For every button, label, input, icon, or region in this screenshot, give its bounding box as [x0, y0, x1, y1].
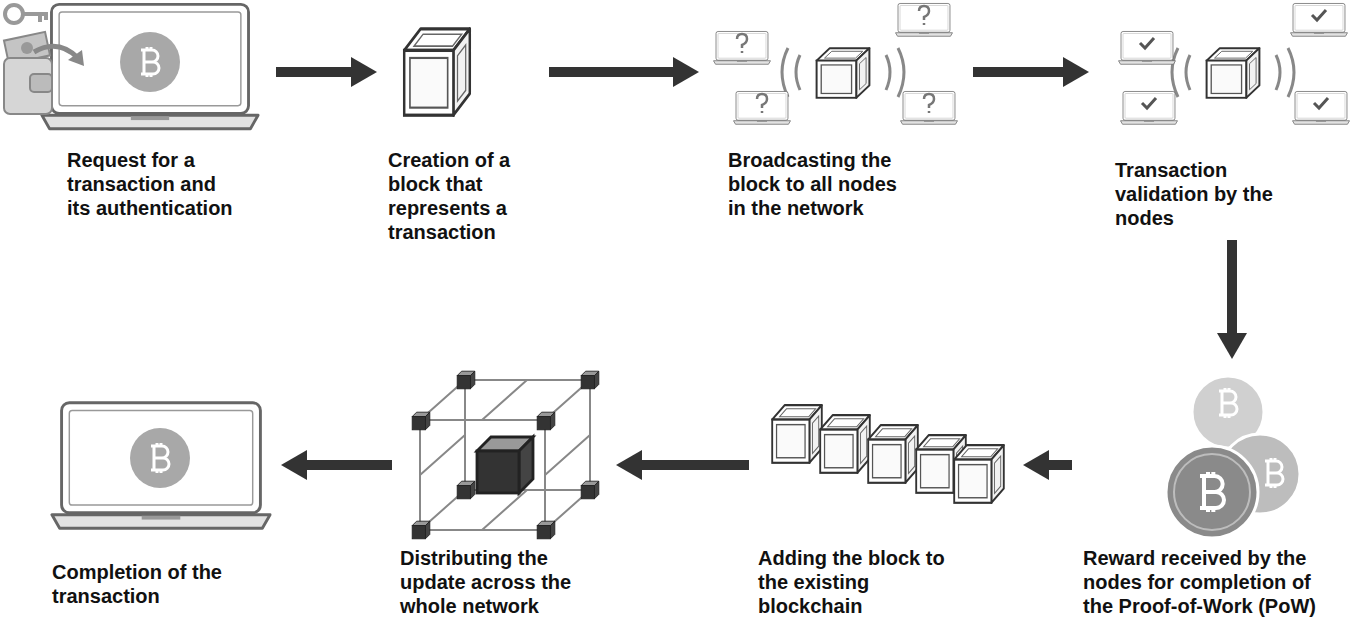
- step-node: Adding the block to the existing blockch…: [755, 390, 1017, 622]
- block-illustration: [404, 29, 470, 115]
- arrow-head: [351, 57, 377, 87]
- step-caption: Transaction validation by the nodes: [1115, 158, 1300, 230]
- step-caption: Reward received by the nodes for complet…: [1083, 546, 1333, 618]
- flow-arrow: [1023, 450, 1072, 480]
- arrow-shaft: [305, 460, 392, 470]
- arrow-shaft: [276, 67, 353, 77]
- arrow-shaft: [1227, 240, 1237, 335]
- arrow-shaft: [1047, 460, 1072, 470]
- flow-arrow: [1217, 240, 1247, 359]
- step-node: Completion of the transaction: [45, 392, 275, 612]
- request-illustration: [4, 4, 258, 128]
- flow-arrow: [973, 57, 1089, 87]
- arrow-head: [281, 450, 307, 480]
- step-caption: Broadcasting the block to all nodes in t…: [728, 148, 920, 220]
- arrow-head: [1023, 450, 1049, 480]
- arrow-shaft: [549, 67, 675, 77]
- completion-illustration: [52, 403, 270, 528]
- step-caption: Request for a transaction and its authen…: [67, 148, 242, 220]
- flow-arrow: [616, 450, 749, 480]
- arrow-shaft: [973, 67, 1065, 77]
- validation-illustration: [1119, 3, 1350, 124]
- step-caption: Adding the block to the existing blockch…: [758, 546, 963, 618]
- step-node: Distributing the update across the whole…: [398, 366, 610, 622]
- blockchain-illustration: [772, 405, 1004, 503]
- flow-arrow: [549, 57, 699, 87]
- step-node: Reward received by the nodes for complet…: [1078, 365, 1358, 622]
- step-caption: Creation of a block that represents a tr…: [388, 148, 533, 244]
- network-lattice: [412, 371, 599, 539]
- arrow-shaft: [640, 460, 749, 470]
- arrow-head: [673, 57, 699, 87]
- flow-arrow: [281, 450, 392, 480]
- arrow-head: [1217, 333, 1247, 359]
- step-node: Creation of a block that represents a tr…: [383, 15, 543, 248]
- broadcast-illustration: [714, 3, 958, 124]
- arrow-head: [616, 450, 642, 480]
- step-node: Request for a transaction and its authen…: [5, 0, 270, 224]
- reward-coins: [1166, 376, 1300, 538]
- step-caption: Distributing the update across the whole…: [400, 546, 605, 618]
- step-node: Transaction validation by the nodes: [1095, 0, 1357, 234]
- arrow-head: [1063, 57, 1089, 87]
- flow-arrow: [276, 57, 377, 87]
- step-node: Broadcasting the block to all nodes in t…: [705, 0, 967, 224]
- step-caption: Completion of the transaction: [52, 560, 257, 608]
